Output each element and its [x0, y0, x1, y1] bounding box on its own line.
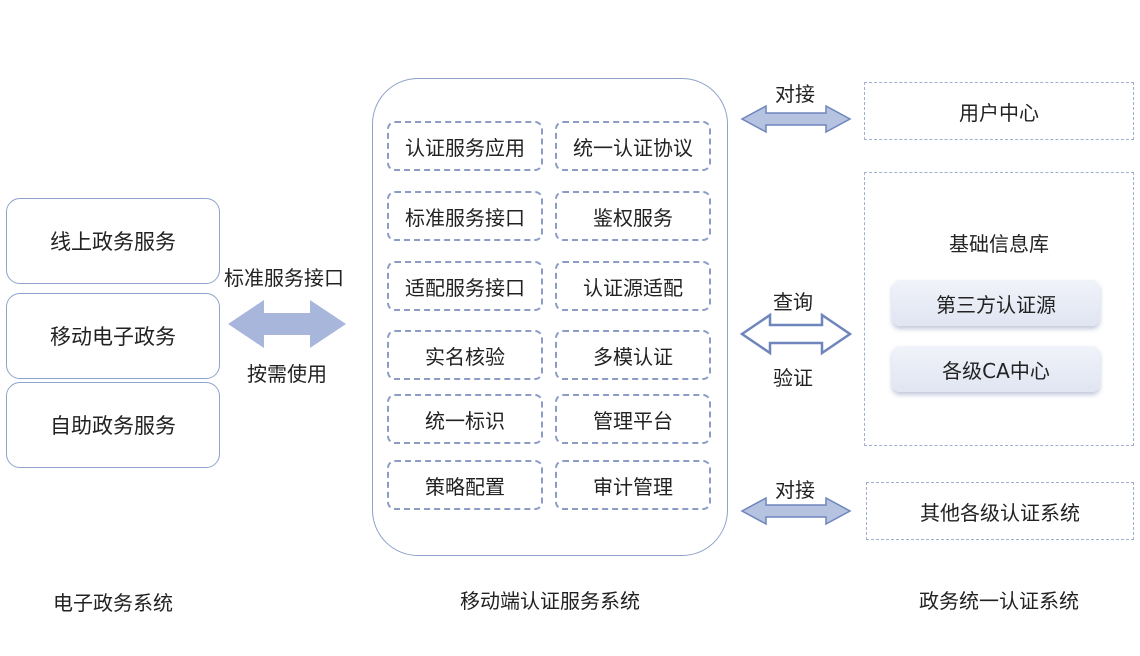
module-real-name-verify: 实名核验: [387, 330, 543, 380]
center-column-title: 移动端认证服务系统: [460, 588, 640, 613]
module-policy-config: 策略配置: [387, 460, 543, 510]
module-label: 适配服务接口: [405, 275, 525, 300]
user-center-label: 用户中心: [959, 100, 1039, 125]
source-label: 第三方认证源: [936, 292, 1056, 317]
module-label: 标准服务接口: [405, 205, 525, 230]
service-box-self-service: 自助政务服务: [6, 382, 220, 468]
module-label: 多模认证: [593, 344, 673, 369]
service-box-label: 线上政务服务: [50, 230, 176, 254]
source-ca-center: 各级CA中心: [892, 346, 1100, 392]
bidirectional-arrow-other-systems: [740, 496, 852, 526]
bidirectional-arrow-user-center: [740, 104, 852, 134]
bidirectional-arrow-base-db: [739, 312, 853, 356]
module-label: 策略配置: [425, 474, 505, 499]
base-info-db-title-text: 基础信息库: [949, 231, 1049, 256]
right-link-bottom-label: 对接: [775, 478, 815, 502]
right-link-query-label: 查询: [773, 290, 813, 314]
module-source-adapter: 认证源适配: [555, 261, 711, 311]
service-box-label: 移动电子政务: [50, 325, 176, 349]
module-label: 管理平台: [593, 408, 673, 433]
module-label: 审计管理: [593, 474, 673, 499]
service-box-label: 自助政务服务: [50, 414, 176, 438]
module-label: 统一认证协议: [573, 135, 693, 160]
other-auth-systems-label: 其他各级认证系统: [920, 500, 1080, 525]
module-label: 认证服务应用: [405, 135, 525, 160]
module-unified-id: 统一标识: [387, 394, 543, 444]
left-link-bottom-label: 按需使用: [247, 362, 327, 386]
right-link-top-label: 对接: [775, 82, 815, 106]
service-box-online: 线上政务服务: [6, 198, 220, 284]
module-multi-mode-auth: 多模认证: [555, 330, 711, 380]
module-label: 统一标识: [425, 408, 505, 433]
right-column-title: 政务统一认证系统: [919, 588, 1079, 613]
module-adapter-interface: 适配服务接口: [387, 261, 543, 311]
user-center-box: 用户中心: [864, 82, 1134, 140]
right-link-verify-label: 验证: [773, 366, 813, 390]
module-authorization: 鉴权服务: [555, 191, 711, 241]
module-standard-interface: 标准服务接口: [387, 191, 543, 241]
module-auth-app: 认证服务应用: [387, 121, 543, 171]
module-label: 鉴权服务: [593, 205, 673, 230]
module-label: 实名核验: [425, 344, 505, 369]
base-info-db-box: [864, 172, 1134, 446]
bidirectional-arrow-left: [228, 300, 346, 348]
left-link-top-label: 标准服务接口: [224, 266, 344, 290]
base-info-db-title: 基础信息库: [864, 224, 1134, 260]
module-management-platform: 管理平台: [555, 394, 711, 444]
module-unified-protocol: 统一认证协议: [555, 121, 711, 171]
source-third-party: 第三方认证源: [892, 280, 1100, 326]
other-auth-systems-box: 其他各级认证系统: [866, 482, 1134, 540]
left-column-title: 电子政务系统: [53, 590, 173, 615]
module-label: 认证源适配: [583, 275, 683, 300]
source-label: 各级CA中心: [942, 358, 1050, 383]
auth-service-container: [372, 78, 728, 556]
module-audit-management: 审计管理: [555, 460, 711, 510]
service-box-mobile: 移动电子政务: [6, 293, 220, 379]
